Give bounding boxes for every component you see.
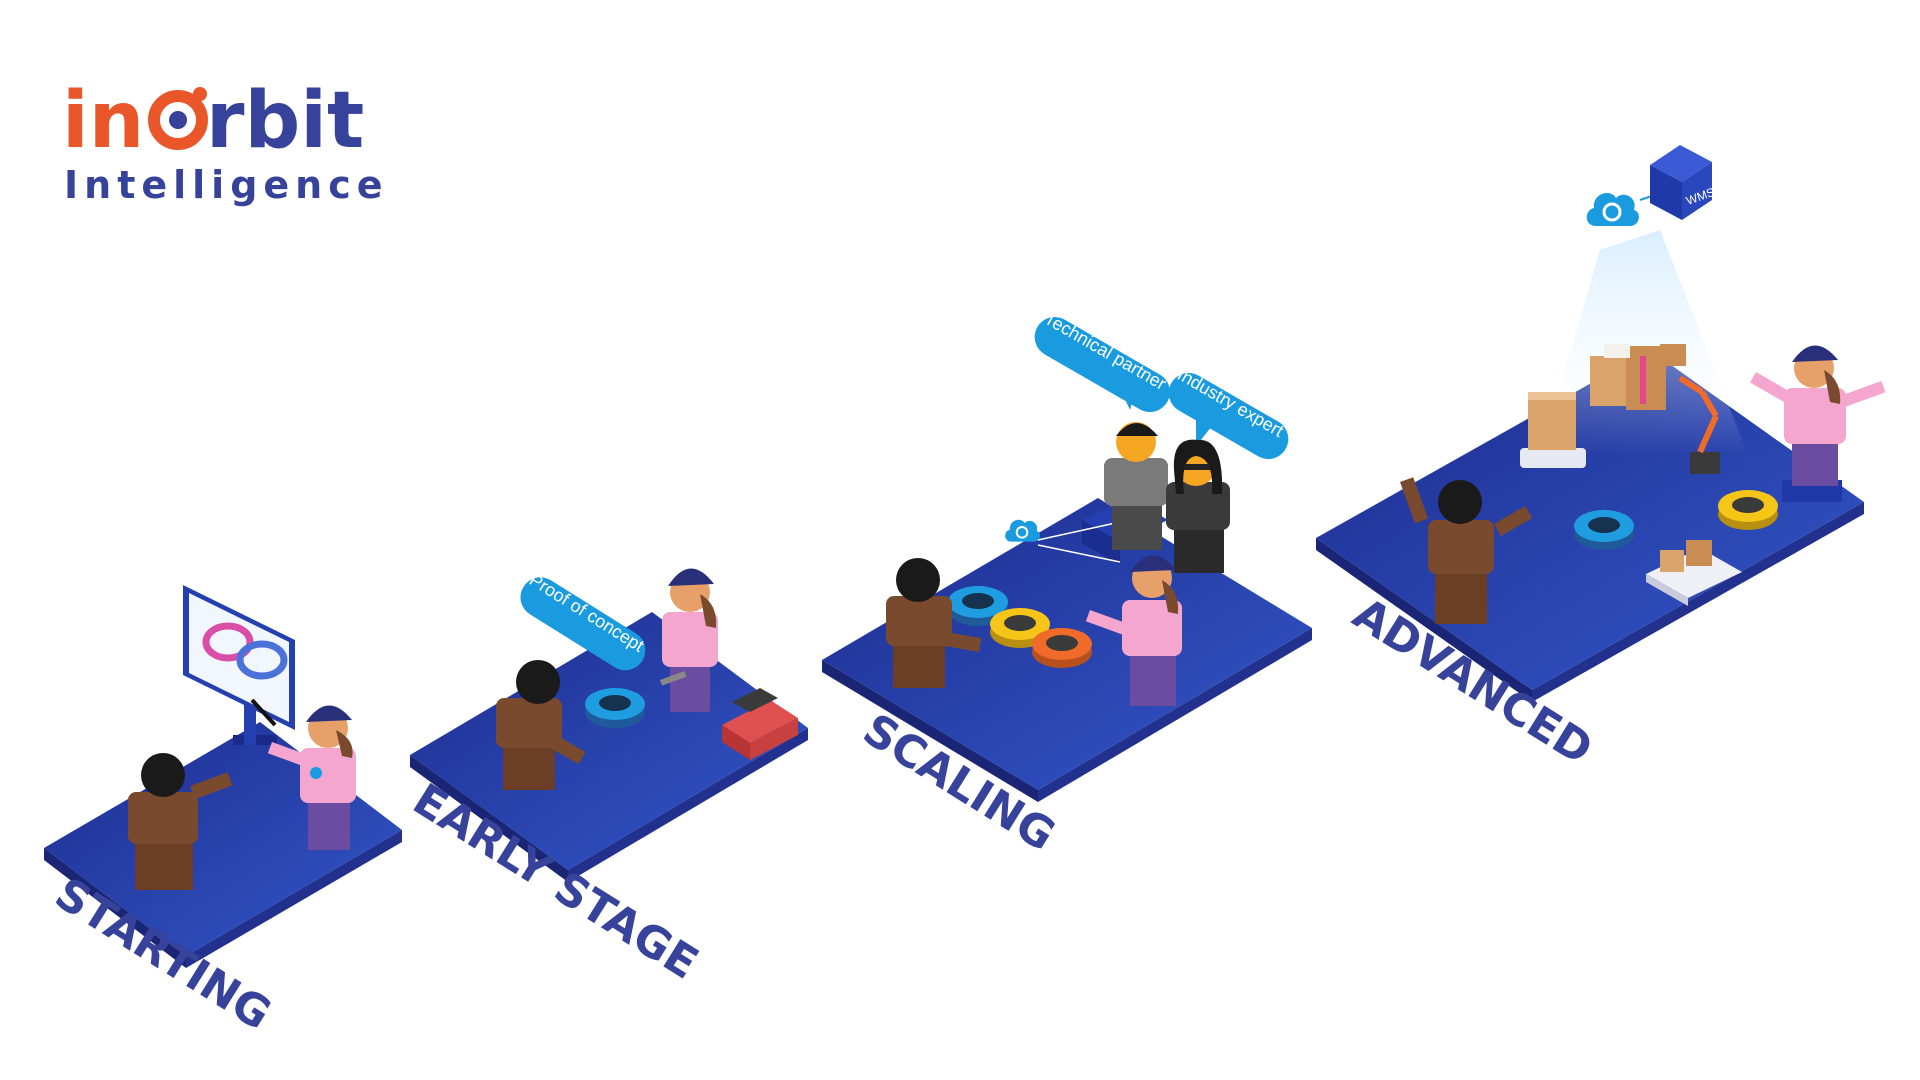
inorbit-celebrating-figure <box>1749 345 1886 502</box>
technical-partner-bubble: Technical partner <box>1034 308 1170 412</box>
amr-robot-yellow <box>1718 490 1778 530</box>
robot-fleet <box>948 586 1092 668</box>
amr-robot-orange <box>1032 628 1092 668</box>
stage-scaling: Technical partner Industry expert <box>822 308 1312 861</box>
cloud-node-icon <box>1004 518 1121 563</box>
inorbit-guide-figure <box>267 705 356 850</box>
client-figure-scaling <box>886 558 982 688</box>
cart-with-boxes <box>1646 540 1742 606</box>
presentation-screen <box>183 585 295 745</box>
logo-orbit-o <box>148 87 208 150</box>
cloud-icon <box>1585 191 1641 228</box>
client-figure <box>128 753 233 890</box>
client-figure-early <box>496 660 586 790</box>
amr-robot-blue <box>1574 510 1634 550</box>
amr-robot-yellow <box>990 608 1050 648</box>
stage-starting: STARTING <box>44 585 402 1040</box>
amr-robot-blue <box>585 688 645 728</box>
inorbit-engineer-figure <box>660 568 718 712</box>
toolbox-icon <box>722 688 798 760</box>
brand-logo: in rbit Intelligence <box>62 76 389 207</box>
stage-early: Proof of concept EARLY STAGE <box>404 568 808 989</box>
inorbit-lead-figure <box>1085 555 1182 706</box>
pallet-robot <box>1520 392 1586 468</box>
stage-advanced: WMS <box>1316 145 1886 775</box>
client-figure-advanced <box>1400 477 1533 624</box>
logo-word-part2: rbit <box>206 76 364 166</box>
pallet-stacks <box>1520 344 1720 474</box>
robotic-arm-icon <box>1660 344 1720 474</box>
logo-word-part1: in <box>62 76 144 166</box>
infinity-diagram-icon <box>202 622 288 680</box>
industry-expert-figure <box>1166 439 1230 573</box>
logo-subtitle: Intelligence <box>64 163 389 207</box>
wms-cube: WMS <box>1650 145 1717 220</box>
box-pallet <box>1590 344 1666 410</box>
technical-partner-figure <box>1104 422 1168 550</box>
